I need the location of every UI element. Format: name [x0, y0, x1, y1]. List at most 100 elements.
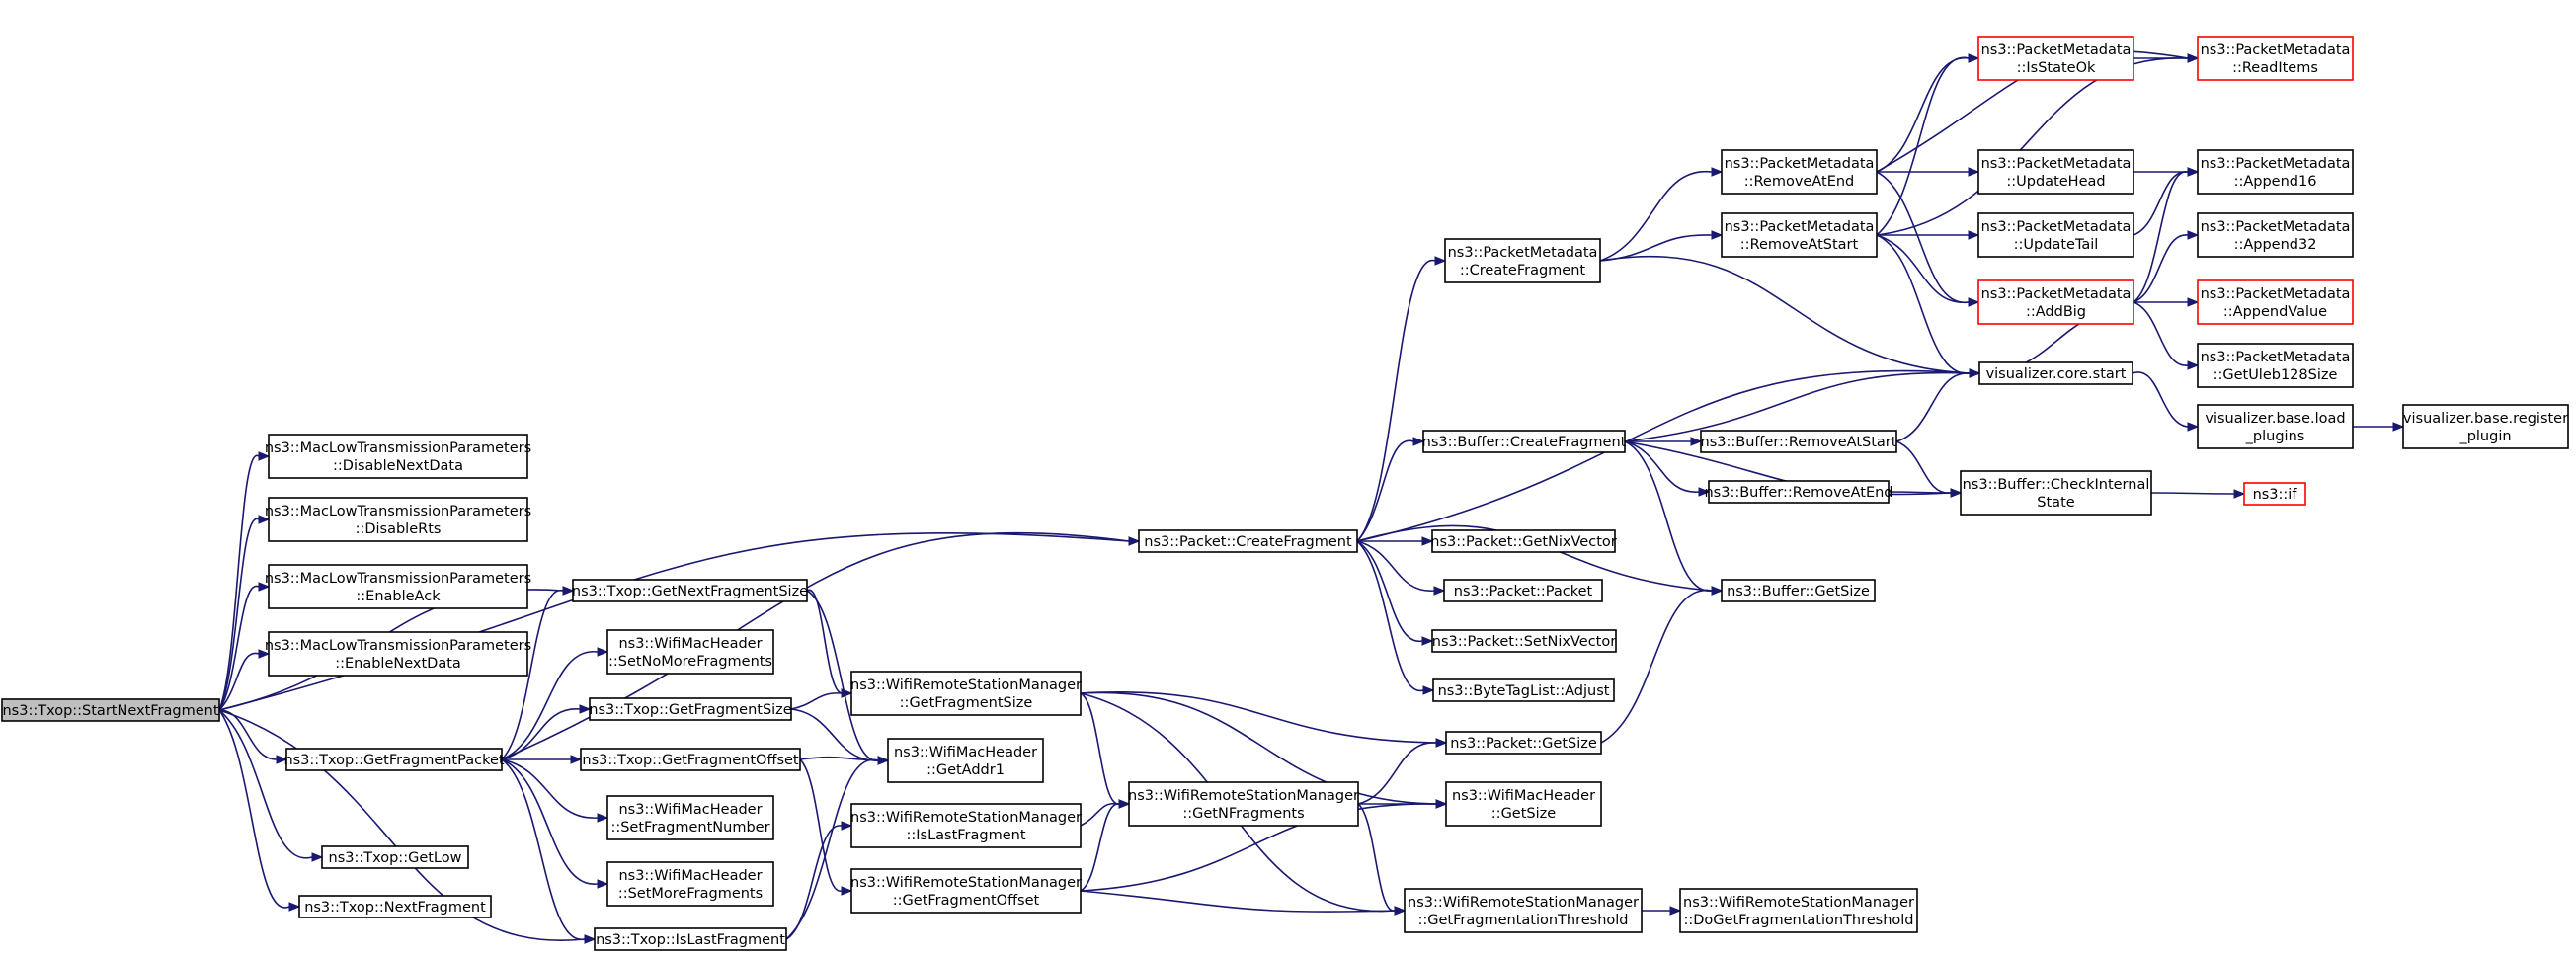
call-edge-updateTail-to-append16: [2133, 167, 2200, 236]
node-txopGetFragmentSize[interactable]: ns3::Txop::GetFragmentSize: [589, 697, 792, 721]
edge-arrowhead: [1421, 536, 1434, 546]
node-label: ns3::Txop::StartNextFragment: [2, 703, 218, 719]
edge-line: [1080, 802, 1120, 827]
node-disableNextData[interactable]: ns3::MacLowTransmissionParameters::Disab…: [265, 434, 531, 479]
edge-arrowhead: [597, 813, 609, 823]
node-isStateOk[interactable]: ns3::PacketMetadata::IsStateOk: [1977, 36, 2134, 81]
node-setNixVector[interactable]: ns3::Packet::SetNixVector: [1431, 629, 1617, 653]
edge-arrowhead: [1412, 437, 1425, 446]
node-box: [1431, 629, 1617, 653]
node-getNixVector[interactable]: ns3::Packet::GetNixVector: [1430, 529, 1617, 553]
node-txopGetNextFragmentSize[interactable]: ns3::Txop::GetNextFragmentSize: [572, 579, 808, 602]
node-vizCoreStart[interactable]: visualizer.core.start: [1978, 361, 2133, 385]
node-label: ns3::MacLowTransmissionParameters: [265, 440, 531, 456]
call-edge-rsmGetFragmentSize-to-packetGetSize: [1080, 691, 1448, 748]
node-box: [1721, 212, 1878, 258]
node-readItems[interactable]: ns3::PacketMetadata::ReadItems: [2197, 36, 2354, 81]
call-edge-txopGetNextFragmentSize-to-rsmGetFragmentSize: [806, 589, 853, 698]
node-enableAck[interactable]: ns3::MacLowTransmissionParameters::Enabl…: [265, 564, 531, 609]
node-enableNextData[interactable]: ns3::MacLowTransmissionParameters::Enabl…: [265, 631, 531, 677]
edge-line: [218, 586, 260, 711]
node-pmRemoveAtEnd[interactable]: ns3::PacketMetadata::RemoveAtEnd: [1721, 149, 1878, 195]
node-setNoMoreFragments[interactable]: ns3::WifiMacHeader::SetNoMoreFragments: [606, 629, 774, 675]
edge-line: [1876, 57, 2189, 236]
node-label: ns3::PacketMetadata: [2201, 219, 2351, 235]
node-box: [1977, 212, 2134, 258]
edge-arrowhead: [1711, 586, 1724, 596]
edge-line: [1895, 440, 1952, 494]
call-edge-vizBaseLoadPlugins-to-vizBaseRegisterPlugin: [2352, 422, 2405, 432]
node-getNFragments[interactable]: ns3::WifiRemoteStationManager::GetNFragm…: [1128, 781, 1359, 827]
node-label: visualizer.core.start: [1986, 366, 2127, 382]
node-getFragmentPacket[interactable]: ns3::Txop::GetFragmentPacket: [283, 748, 505, 771]
node-vizBaseRegisterPlugin[interactable]: visualizer.base.register_plugin: [2402, 404, 2569, 449]
node-bufGetSize[interactable]: ns3::Buffer::GetSize: [1721, 579, 1876, 602]
node-setFragmentNumber[interactable]: ns3::WifiMacHeader::SetFragmentNumber: [606, 795, 774, 840]
node-doGetFragmentationThreshold[interactable]: ns3::WifiRemoteStationManager::DoGetFrag…: [1679, 888, 1918, 933]
node-pmRemoveAtStart[interactable]: ns3::PacketMetadata::RemoveAtStart: [1721, 212, 1878, 258]
node-box: [887, 738, 1044, 783]
node-label: ns3::if: [2253, 487, 2298, 503]
node-rsmGetFragmentSize[interactable]: ns3::WifiRemoteStationManager::GetFragme…: [850, 671, 1082, 716]
node-txopIsLastFragment[interactable]: ns3::Txop::IsLastFragment: [594, 927, 787, 951]
node-box: [1138, 529, 1358, 553]
node-vizBaseLoadPlugins[interactable]: visualizer.base.load_plugins: [2197, 404, 2354, 449]
node-label: ::DoGetFragmentationThreshold: [1683, 913, 1913, 928]
node-packetCreateFragment[interactable]: ns3::Packet::CreateFragment: [1138, 529, 1358, 553]
node-nsIf[interactable]: ns3::if: [2243, 482, 2306, 506]
node-getAddr1[interactable]: ns3::WifiMacHeader::GetAddr1: [887, 738, 1044, 783]
node-label: visualizer.base.load: [2205, 411, 2345, 427]
node-addBig[interactable]: ns3::PacketMetadata::AddBig: [1977, 279, 2134, 325]
call-edge-getNFragments-to-getFragmentationThreshold: [1357, 803, 1407, 916]
node-box: [1432, 678, 1615, 702]
node-packetGetSize[interactable]: ns3::Packet::GetSize: [1445, 731, 1602, 755]
node-bufRemoveAtEnd[interactable]: ns3::Buffer::RemoveAtEnd: [1704, 480, 1893, 504]
node-rsmIsLastFragment[interactable]: ns3::WifiRemoteStationManager::IsLastFra…: [850, 803, 1082, 848]
node-box: [606, 795, 774, 840]
node-label: ns3::Buffer::CheckInternal: [1963, 477, 2150, 493]
edge-line: [501, 651, 599, 760]
node-append16[interactable]: ns3::PacketMetadata::Append16: [2197, 149, 2354, 195]
call-edge-startNextFragment-to-nextFragment: [218, 709, 301, 912]
node-getLow[interactable]: ns3::Txop::GetLow: [321, 845, 469, 869]
node-box: [2197, 404, 2354, 449]
edge-arrowhead: [258, 649, 271, 659]
node-rsmGetFragmentOffset[interactable]: ns3::WifiRemoteStationManager::GetFragme…: [850, 868, 1082, 914]
call-edge-getFragmentPacket-to-setFragmentNumber: [501, 758, 609, 823]
node-label: ns3::WifiRemoteStationManager: [1408, 895, 1639, 911]
edge-arrowhead: [1394, 906, 1407, 916]
node-disableRts[interactable]: ns3::MacLowTransmissionParameters::Disab…: [265, 497, 531, 542]
edge-line: [1624, 371, 1971, 442]
edge-arrowhead: [1969, 368, 1981, 378]
node-pmCreateFragment[interactable]: ns3::PacketMetadata::CreateFragment: [1444, 238, 1601, 283]
node-box: [2402, 404, 2569, 449]
node-bufRemoveAtStart[interactable]: ns3::Buffer::RemoveAtStart: [1700, 430, 1897, 453]
node-bufCreateFragment[interactable]: ns3::Buffer::CreateFragment: [1422, 430, 1627, 453]
node-label: ::IsStateOk: [2017, 60, 2096, 76]
node-macHeaderGetSize[interactable]: ns3::WifiMacHeader::GetSize: [1445, 781, 1602, 827]
call-edge-startNextFragment-to-enableAck: [218, 582, 271, 711]
node-updateHead[interactable]: ns3::PacketMetadata::UpdateHead: [1977, 149, 2134, 195]
edge-line: [218, 652, 260, 711]
call-edge-getFragmentPacket-to-packetCreateFragment: [501, 531, 1141, 760]
node-byteTagAdjust[interactable]: ns3::ByteTagList::Adjust: [1432, 678, 1615, 702]
node-getUleb128Size[interactable]: ns3::PacketMetadata::GetUleb128Size: [2197, 343, 2354, 388]
node-getFragmentationThreshold[interactable]: ns3::WifiRemoteStationManager::GetFragme…: [1404, 888, 1643, 933]
node-append32[interactable]: ns3::PacketMetadata::Append32: [2197, 212, 2354, 258]
node-setMoreFragments[interactable]: ns3::WifiMacHeader::SetMoreFragments: [606, 861, 774, 907]
node-label: ::GetSize: [1491, 806, 1556, 822]
node-txopGetFragmentOffset[interactable]: ns3::Txop::GetFragmentOffset: [580, 748, 801, 771]
node-label: ns3::PacketMetadata: [1981, 219, 2132, 235]
node-packetCtor[interactable]: ns3::Packet::Packet: [1443, 579, 1603, 602]
edge-line: [2150, 492, 2235, 495]
node-updateTail[interactable]: ns3::PacketMetadata::UpdateTail: [1977, 212, 2134, 258]
node-label: ::GetFragmentationThreshold: [1418, 913, 1629, 928]
node-nextFragment[interactable]: ns3::Txop::NextFragment: [298, 895, 492, 918]
node-appendValue[interactable]: ns3::PacketMetadata::AppendValue: [2197, 279, 2354, 325]
node-box: [1422, 430, 1626, 453]
edge-arrowhead: [288, 902, 301, 912]
node-label: ns3::PacketMetadata: [1981, 156, 2132, 172]
call-edge-addBig-to-append16: [2133, 167, 2200, 303]
edge-arrowhead: [1968, 230, 1980, 240]
